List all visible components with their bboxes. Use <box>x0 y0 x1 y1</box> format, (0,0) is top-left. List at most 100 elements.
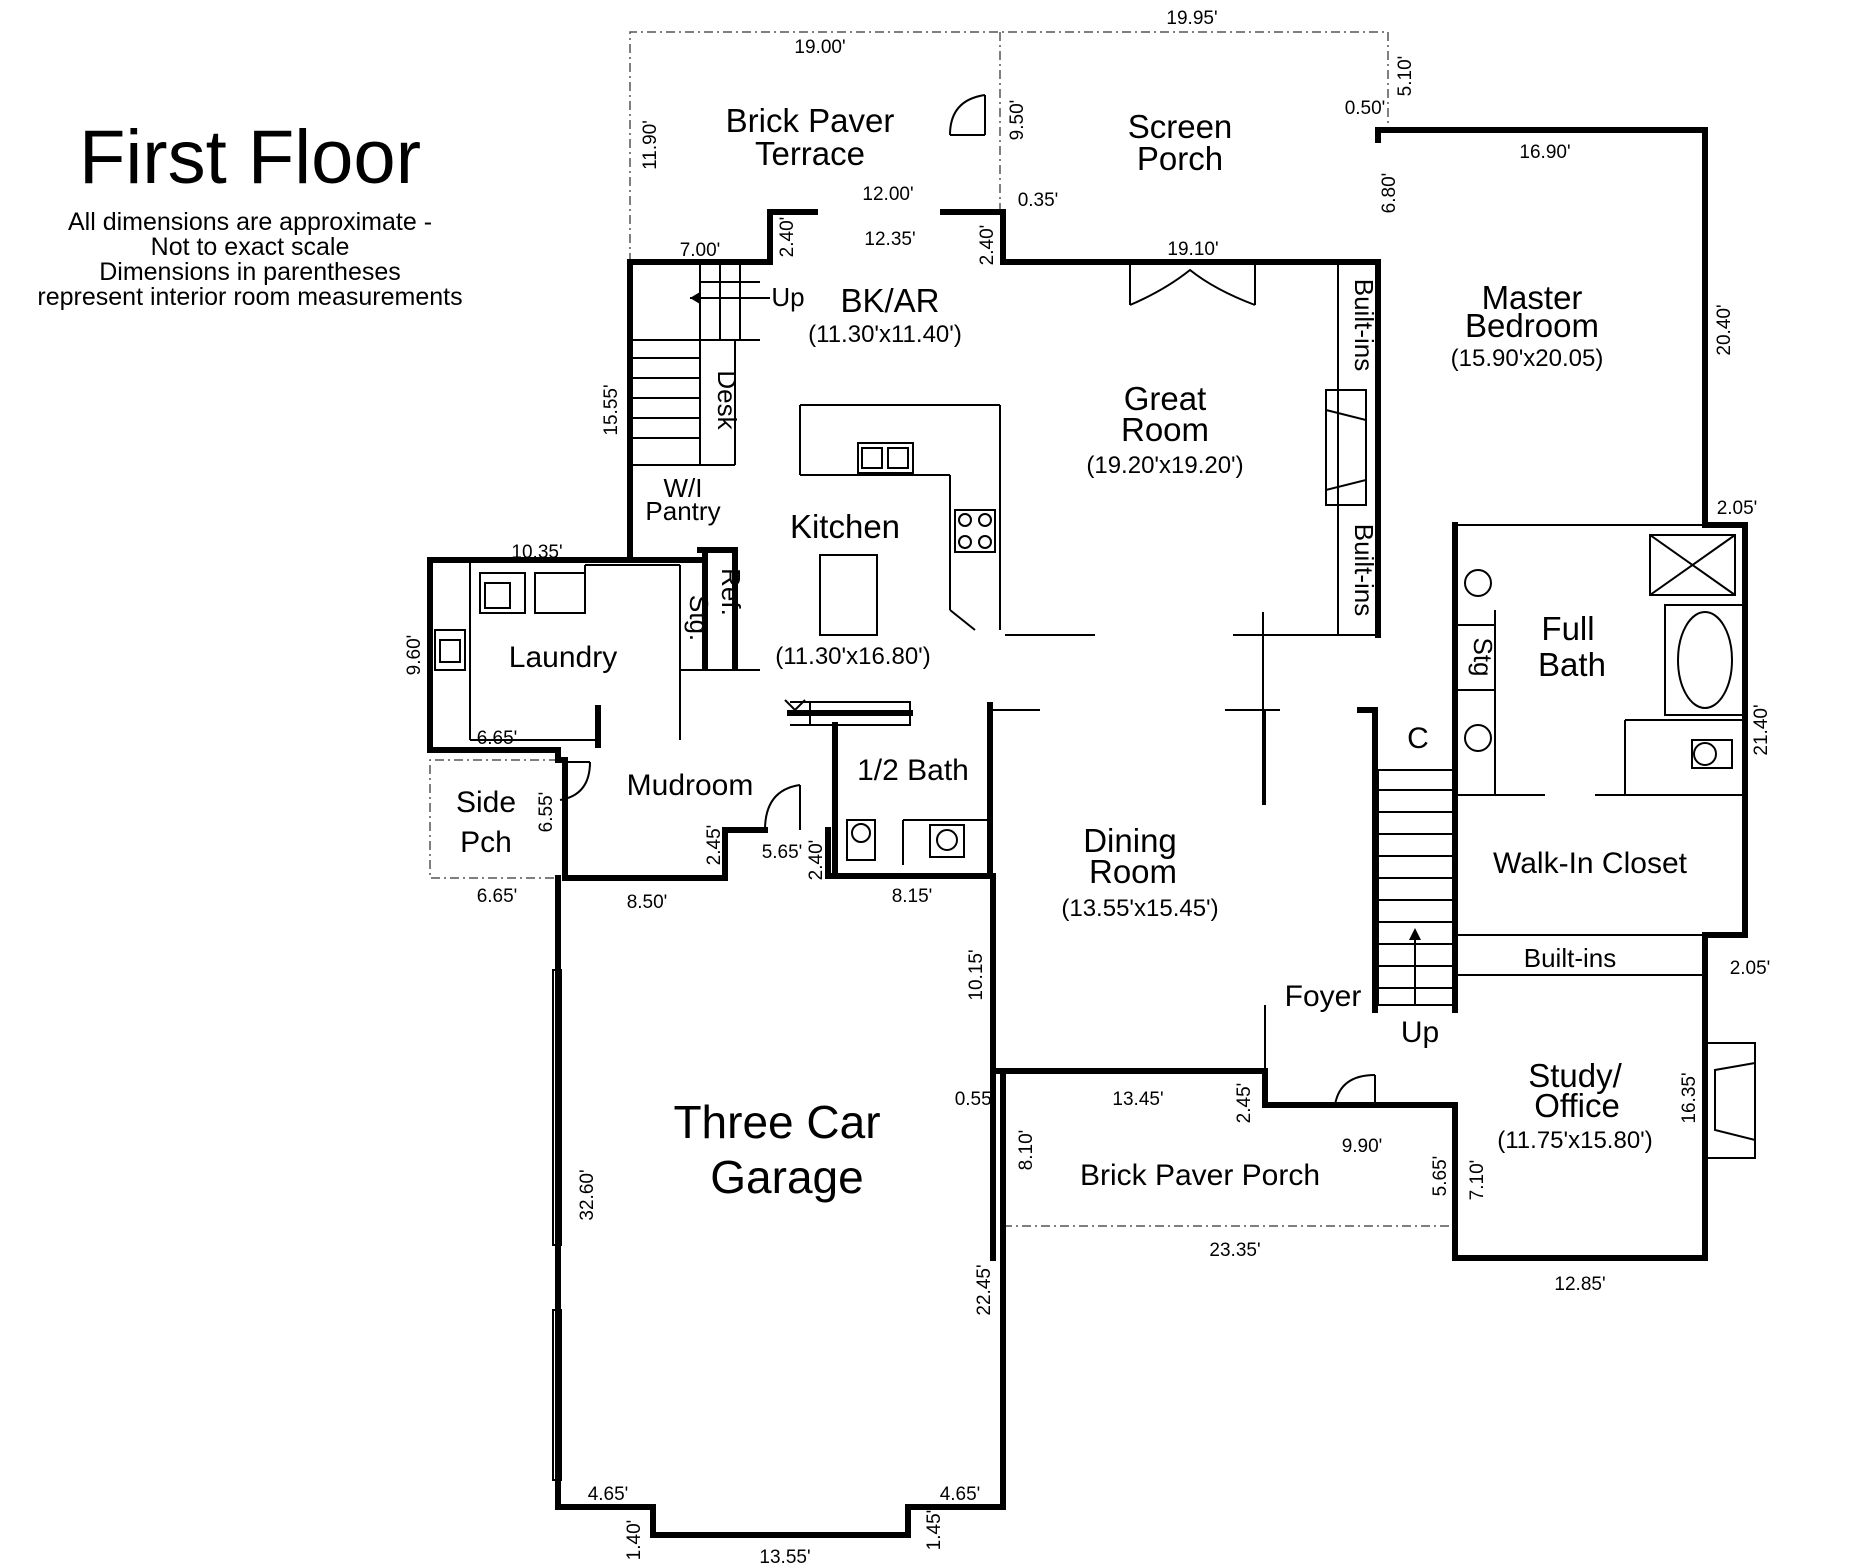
dim-label: 4.65' <box>588 1484 629 1505</box>
dim-label: 13.55' <box>759 1547 810 1568</box>
dim-label: 6.65' <box>477 728 518 749</box>
great-room-size: (19.20'x19.20') <box>1086 452 1243 479</box>
dim-label: 20.40' <box>1714 304 1735 355</box>
garage-label-1: Three Car <box>673 1096 880 1148</box>
dim-label: 4.65' <box>940 1484 981 1505</box>
fireplaces <box>1325 389 1756 1159</box>
dining-size: (13.55'x15.45') <box>1061 895 1218 922</box>
dim-label: 2.45' <box>1234 1083 1255 1124</box>
dim-label: 9.50' <box>1007 100 1028 141</box>
dim-label: 6.55' <box>536 792 557 833</box>
dim-label: 8.50' <box>627 892 668 913</box>
dim-label: 2.40' <box>806 840 827 881</box>
dim-label: 12.85' <box>1554 1274 1605 1295</box>
note-line-3: Dimensions in parentheses <box>99 258 401 286</box>
study-size: (11.75'x15.80') <box>1497 1127 1652 1154</box>
screen-porch-label-2: Porch <box>1137 140 1223 177</box>
laundry-label: Laundry <box>509 641 617 674</box>
fixtures <box>434 442 1746 861</box>
stairs <box>631 261 1456 1006</box>
dim-label: 23.35' <box>1209 1240 1260 1261</box>
terrace-label-1: Brick Paver <box>726 102 895 139</box>
dim-label: 5.65' <box>762 842 803 863</box>
great-room-label-1: Great <box>1124 380 1207 417</box>
dim-label: 7.00' <box>680 240 721 261</box>
pantry-label-1: W/I <box>664 473 703 503</box>
full-bath-label-2: Bath <box>1538 646 1606 683</box>
dim-label: 9.60' <box>404 635 425 676</box>
dim-label: 16.35' <box>1679 1072 1700 1123</box>
dim-label: 2.05' <box>1730 958 1771 979</box>
dim-label: 1.45' <box>924 1510 945 1551</box>
dim-label: 16.90' <box>1519 142 1570 163</box>
dim-label: 2.45' <box>704 825 725 866</box>
dim-label: 11.90' <box>640 120 661 170</box>
full-bath-label-1: Full <box>1541 610 1594 647</box>
terrace-label-2: Terrace <box>755 135 865 172</box>
dim-label: 13.45' <box>1112 1089 1163 1110</box>
floor-plan-header: First Floor All dimensions are approxima… <box>0 120 500 310</box>
dim-label: 12.00' <box>862 184 913 205</box>
garage-doors <box>552 969 562 1481</box>
dim-label: 6.80' <box>1379 173 1400 214</box>
dim-label: 0.55' <box>955 1089 996 1110</box>
stg-label: Stg. <box>684 595 714 641</box>
up-label-bkar: Up <box>771 282 804 312</box>
dimension-labels: 19.95' 19.00' 5.10' 0.50' 11.90' 9.50' 1… <box>404 8 1772 1568</box>
dim-label: 5.65' <box>1430 1156 1451 1197</box>
dim-label: 32.60' <box>577 1169 598 1220</box>
study-label-1: Study/ <box>1528 1057 1622 1094</box>
note-line-1: All dimensions are approximate - <box>67 208 433 236</box>
dim-label: 2.05' <box>1717 498 1758 519</box>
master-label-2: Bedroom <box>1465 307 1599 344</box>
built-ins-upper-label: Built-ins <box>1349 279 1379 371</box>
master-size: (15.90'x20.05) <box>1451 345 1604 372</box>
pantry-label-2: Pantry <box>645 496 720 526</box>
dim-label: 0.35' <box>1018 190 1059 211</box>
built-ins-closet-label: Built-ins <box>1524 943 1616 973</box>
master-label-1: Master <box>1482 279 1583 316</box>
dim-label: 19.00' <box>794 37 845 58</box>
dim-label: 22.45' <box>974 1264 995 1315</box>
disclaimer-notes: All dimensions are approximate - Not to … <box>0 210 500 310</box>
note-line-4: represent interior room measurements <box>37 283 463 311</box>
dim-label: 5.10' <box>1395 56 1416 97</box>
dim-label: 7.10' <box>1467 1160 1488 1201</box>
closet-c-label: C <box>1407 722 1429 755</box>
room-labels: Brick Paver Terrace Screen Porch BK/AR (… <box>456 102 1688 1203</box>
bath-stg-label: Stg <box>1468 637 1498 676</box>
garage-label-2: Garage <box>710 1151 863 1203</box>
note-line-2: Not to exact scale <box>150 233 350 261</box>
dining-label-2: Room <box>1089 853 1177 890</box>
dim-label: 10.15' <box>966 949 987 1000</box>
kitchen-label: Kitchen <box>790 508 900 545</box>
side-porch-label-1: Side <box>456 786 516 819</box>
dim-label: 10.35' <box>511 542 562 563</box>
built-ins-lower-label: Built-ins <box>1349 524 1379 616</box>
floor-title: First Floor <box>79 115 421 200</box>
mudroom-label: Mudroom <box>627 769 754 802</box>
doors <box>559 94 1395 1106</box>
outdoor-outlines <box>429 31 1455 1227</box>
dining-label-1: Dining <box>1083 822 1177 859</box>
walk-in-closet-label: Walk-In Closet <box>1493 847 1688 880</box>
half-bath-label: 1/2 Bath <box>857 754 969 787</box>
dim-label: 19.95' <box>1166 8 1217 29</box>
dim-label: 9.90' <box>1342 1136 1383 1157</box>
up-label-foyer: Up <box>1401 1016 1439 1049</box>
dim-label: 2.40' <box>977 225 998 266</box>
desk-label: Desk <box>712 370 742 430</box>
screen-porch-label-1: Screen <box>1128 108 1233 145</box>
dim-label: 21.40' <box>1751 704 1772 755</box>
dim-label: 12.35' <box>864 229 915 250</box>
bkar-label: BK/AR <box>840 282 939 319</box>
study-label-2: Office <box>1534 1087 1620 1124</box>
kitchen-size: (11.30'x16.80') <box>775 643 930 670</box>
ref-label: Ref. <box>716 568 746 616</box>
side-porch-label-2: Pch <box>460 826 512 859</box>
dim-label: 19.10' <box>1167 239 1218 260</box>
dim-label: 0.50' <box>1345 98 1386 119</box>
foyer-label: Foyer <box>1285 980 1362 1013</box>
dim-label: 8.10' <box>1016 1130 1037 1171</box>
